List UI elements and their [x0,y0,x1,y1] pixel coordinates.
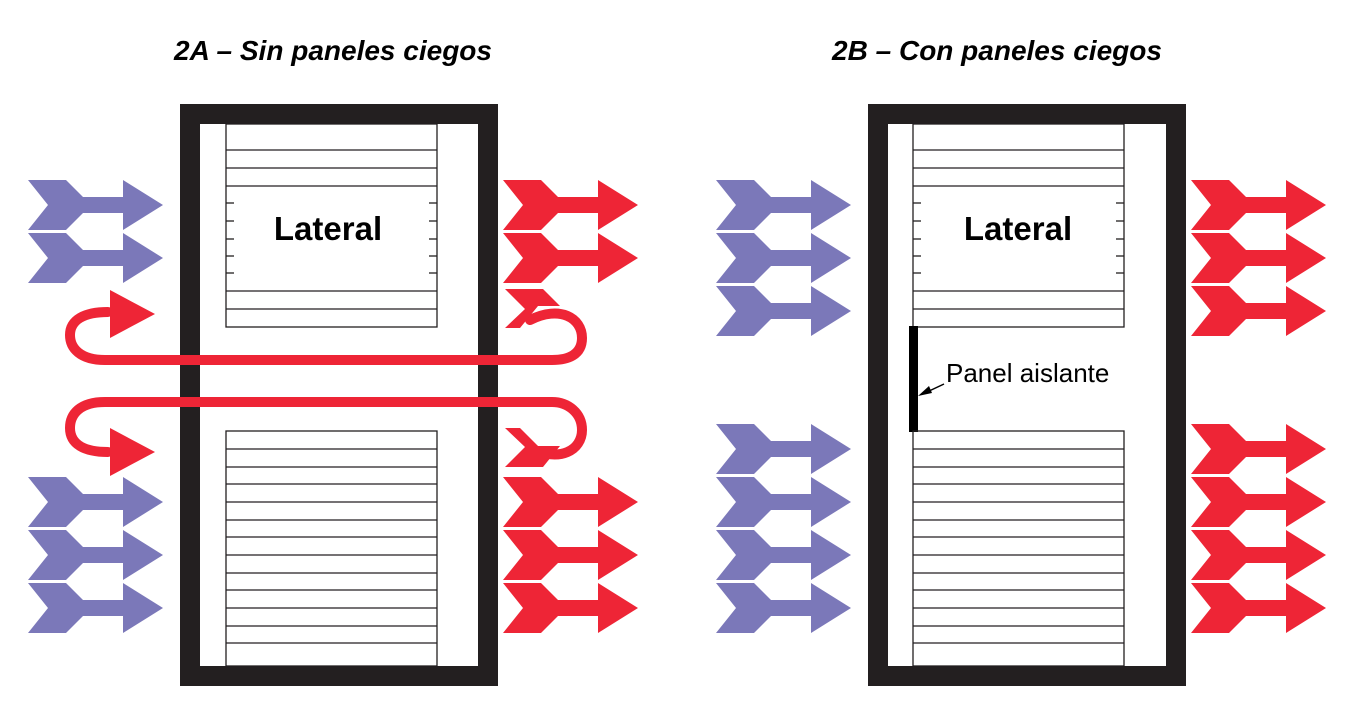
panel-a-title: 2A – Sin paneles ciegos [173,35,492,66]
panel-a-cold-arrow-4 [28,530,163,580]
panel-a-cold-arrow-2 [28,233,163,283]
panel-b-cold-arrow-7 [716,583,851,633]
panel-b-lower-server [912,430,1125,667]
panel-a-cold-arrow-1 [28,180,163,230]
panel-a-hot-arrow-2 [503,233,638,283]
panel-a-hot-arrow-3 [503,477,638,527]
panel-b-hot-arrow-6 [1191,530,1326,580]
panel-b: 2B – Con paneles ciegos [716,35,1326,686]
panel-b-server-label: Lateral [964,210,1072,247]
panel-b-cold-air-arrows [716,180,851,633]
panel-b-cold-arrow-6 [716,530,851,580]
panel-a-loop-arrowheads [110,289,560,476]
panel-b-title: 2B – Con paneles ciegos [831,35,1162,66]
panel-a-lower-loop-tail [505,428,560,467]
panel-a-lower-loop [64,397,588,460]
panel-a-hot-arrow-4 [503,530,638,580]
panel-b-rack-interior [888,124,1166,666]
panel-b-upper-server [912,123,1125,328]
panel-b-hot-arrow-1 [1191,180,1326,230]
panel-b-insulating-panel-pointer [918,383,945,396]
panel-a-lower-server [225,430,438,667]
panel-b-hot-air-arrows [1191,180,1326,633]
panel-a-recirculation-loops [64,307,588,460]
panel-b-hot-arrow-4 [1191,424,1326,474]
panel-a-rack-interior [200,124,478,666]
panel-a-upper-loop-tail [505,289,560,328]
panel-a-cold-arrow-5 [28,583,163,633]
panel-b-rack: Lateral Panel aislante [868,104,1186,686]
panel-a-server-label: Lateral [274,210,382,247]
panel-b-hot-arrow-5 [1191,477,1326,527]
panel-b-cold-arrow-4 [716,424,851,474]
panel-a-upper-server [225,123,438,328]
panel-b-cold-arrow-1 [716,180,851,230]
panel-b-cold-arrow-2 [716,233,851,283]
panel-a-lower-loop-arrowhead [110,428,155,476]
panel-b-cold-arrow-3 [716,286,851,336]
panel-b-hot-arrow-2 [1191,233,1326,283]
panel-a-rack: Lateral [180,104,498,686]
panel-b-insulating-panel [909,326,918,432]
panel-a-hot-arrow-1 [503,180,638,230]
panel-b-hot-arrow-7 [1191,583,1326,633]
panel-b-hot-arrow-3 [1191,286,1326,336]
panel-a-upper-loop [64,307,588,365]
panel-a-cold-arrow-3 [28,477,163,527]
panel-b-cold-arrow-5 [716,477,851,527]
panel-a-upper-loop-arrowhead [110,290,155,338]
panel-b-insulating-panel-label: Panel aislante [946,358,1109,388]
panel-a: 2A – Sin paneles ciegos [28,35,638,686]
panel-a-hot-arrow-5 [503,583,638,633]
